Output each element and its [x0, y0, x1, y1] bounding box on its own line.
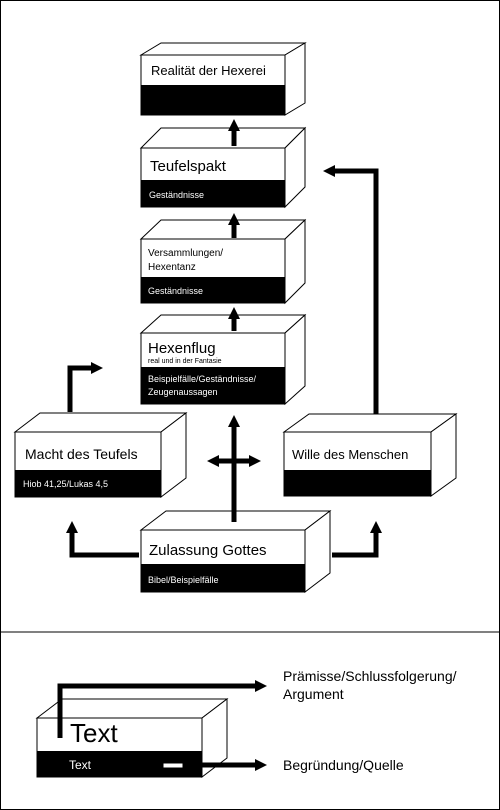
- box-zulassung-source: Bibel/Beispielfälle: [148, 575, 219, 585]
- box-macht-source: Hiob 41,25/Lukas 4,5: [23, 479, 108, 489]
- box-teufelspakt-source: Geständnisse: [149, 190, 204, 200]
- legend-label-premise-line2: Argument: [283, 686, 344, 702]
- arrow-macht-to-hexenflug: [67, 362, 103, 412]
- box-realitaet-title: Realität der Hexerei: [151, 63, 266, 78]
- box-wille-title: Wille des Menschen: [292, 447, 408, 462]
- box-versammlungen-title-line1: Versammlungen/: [148, 248, 223, 259]
- box-zulassung: Zulassung Gottes Bibel/Beispielfälle: [139, 509, 332, 594]
- legend: Text Text Prämisse/Schlussfolgerung/ Arg…: [35, 668, 457, 779]
- arrow-zulassung-to-macht: [66, 521, 139, 558]
- box-zulassung-title: Zulassung Gottes: [149, 542, 267, 559]
- box-hexenflug-subtitle: real und in der Fantasie: [148, 358, 222, 365]
- box-hexenflug: Hexenflug real und in der Fantasie Beisp…: [139, 313, 307, 406]
- legend-box-title: Text: [70, 718, 118, 748]
- arrows: [66, 119, 382, 558]
- box-hexenflug-title: Hexenflug: [148, 340, 216, 357]
- box-versammlungen-title-line2: Hexentanz: [148, 262, 196, 273]
- box-wille: Wille des Menschen: [282, 413, 458, 497]
- box-hexenflug-source-line2: Zeugenaussagen: [148, 387, 218, 397]
- box-realitaet: Realität der Hexerei: [139, 42, 307, 116]
- box-macht: Macht des Teufels Hiob 41,25/Lukas 4,5: [13, 411, 188, 499]
- arrow-zulassung-to-wille: [332, 521, 382, 558]
- box-teufelspakt-title: Teufelspakt: [150, 158, 227, 175]
- legend-label-premise-line1: Prämisse/Schlussfolgerung/: [283, 668, 457, 684]
- legend-label-source: Begründung/Quelle: [283, 757, 404, 773]
- arrow-wille-to-teufelspakt: [323, 165, 379, 414]
- box-versammlungen: Versammlungen/ Hexentanz Geständnisse: [139, 218, 307, 305]
- legend-arrow-premise: [57, 680, 267, 738]
- box-hexenflug-source-line1: Beispielfälle/Geständnisse/: [148, 374, 257, 384]
- box-versammlungen-source: Geständnisse: [148, 286, 203, 296]
- legend-box-source: Text: [69, 758, 92, 772]
- box-macht-title: Macht des Teufels: [25, 446, 138, 462]
- box-teufelspakt: Teufelspakt Geständnisse: [139, 126, 307, 209]
